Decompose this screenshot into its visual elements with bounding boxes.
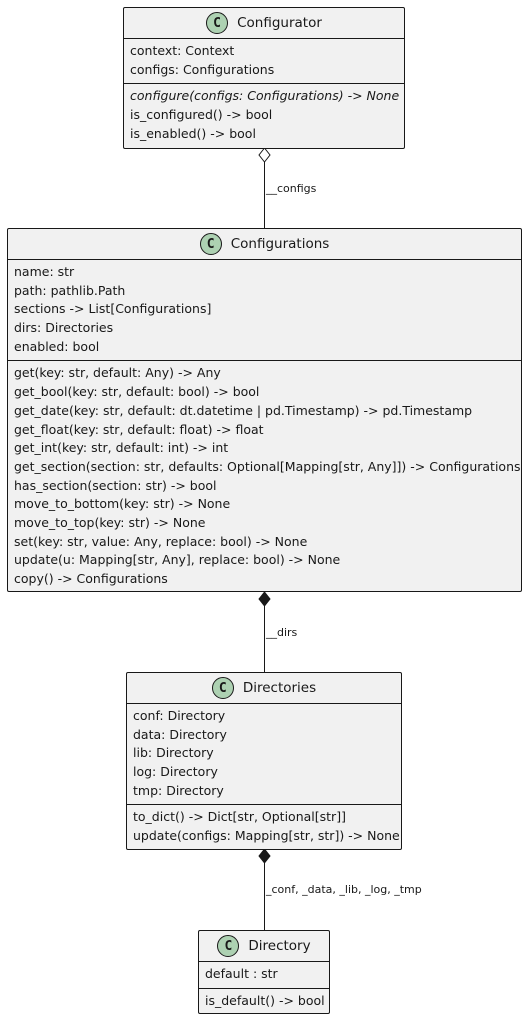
attribute: log: Directory [133, 764, 218, 780]
class-configurations: C Configurations name: str path: pathlib… [7, 228, 522, 592]
methods-section: configure(configs: Configurations) -> No… [124, 83, 404, 147]
class-configurator: C Configurator context: Context configs:… [123, 7, 405, 149]
attribute: tmp: Directory [133, 782, 224, 798]
abstract-method: configure(configs: Configurations) -> No… [130, 88, 400, 104]
class-name: Configurator [237, 15, 322, 31]
method: to_dict() -> Dict[str, Optional[str]] [133, 809, 346, 825]
method: get_section(section: str, defaults: Opti… [14, 458, 521, 474]
method: get(key: str, default: Any) -> Any [14, 365, 221, 381]
attribute: lib: Directory [133, 745, 214, 761]
method: get_date(key: str, default: dt.datetime … [14, 402, 473, 418]
methods-section: get(key: str, default: Any) -> Any get_b… [8, 360, 521, 592]
attribute: data: Directory [133, 726, 227, 742]
class-name: Configurations [230, 236, 330, 252]
composition-diamond-dirs [258, 591, 271, 607]
attribute: configs: Configurations [130, 61, 275, 77]
class-stereotype-icon: C [211, 677, 234, 699]
class-header: C Configurations [8, 229, 521, 260]
attribute: path: pathlib.Path [14, 282, 126, 298]
attributes-section: context: Context configs: Configurations [124, 39, 404, 83]
method: move_to_top(key: str) -> None [14, 514, 206, 530]
class-stereotype-icon: C [199, 233, 222, 255]
method: is_configured() -> bool [130, 107, 273, 123]
attributes-section: conf: Directory data: Directory lib: Dir… [127, 704, 401, 804]
method: get_float(key: str, default: float) -> f… [14, 421, 264, 437]
attribute: name: str [14, 264, 75, 279]
method: update(configs: Mapping[str, str]) -> No… [133, 828, 400, 844]
composition-diamond-directory [258, 848, 271, 864]
methods-section: is_default() -> bool [199, 987, 329, 1015]
attribute: enabled: bool [14, 338, 100, 354]
aggregation-diamond [258, 147, 271, 163]
attribute: default : str [205, 966, 278, 981]
methods-section: to_dict() -> Dict[str, Optional[str]] up… [127, 804, 401, 849]
method: is_default() -> bool [205, 992, 325, 1008]
class-header: C Configurator [124, 8, 404, 39]
method: set(key: str, value: Any, replace: bool)… [14, 533, 308, 549]
relation-label-directory-fields: _conf, _data, _lib, _log, _tmp [266, 883, 422, 896]
method: has_section(section: str) -> bool [14, 477, 217, 493]
attributes-section: default : str [199, 962, 329, 988]
class-directories: C Directories conf: Directory data: Dire… [126, 672, 402, 850]
method: update(u: Mapping[str, Any], replace: bo… [14, 552, 341, 568]
class-directory: C Directory default : str is_default() -… [198, 930, 330, 1014]
class-header: C Directory [199, 931, 329, 962]
attribute: conf: Directory [133, 708, 226, 723]
method: get_bool(key: str, default: bool) -> boo… [14, 384, 260, 400]
attribute: sections -> List[Configurations] [14, 301, 212, 317]
relation-label-dirs: __dirs [266, 626, 298, 639]
method: copy() -> Configurations [14, 571, 168, 586]
class-name: Directory [248, 938, 311, 954]
class-stereotype-icon: C [217, 935, 240, 957]
class-header: C Directories [127, 673, 401, 704]
method: move_to_bottom(key: str) -> None [14, 496, 231, 512]
relation-label-configs: __configs [266, 182, 317, 195]
method: is_enabled() -> bool [130, 125, 256, 141]
attribute: dirs: Directories [14, 320, 114, 336]
class-name: Directories [242, 680, 317, 696]
attributes-section: name: str path: pathlib.Path sections ->… [8, 260, 521, 360]
method: get_int(key: str, default: int) -> int [14, 440, 229, 456]
class-stereotype-icon: C [206, 12, 229, 34]
attribute: context: Context [130, 43, 235, 58]
